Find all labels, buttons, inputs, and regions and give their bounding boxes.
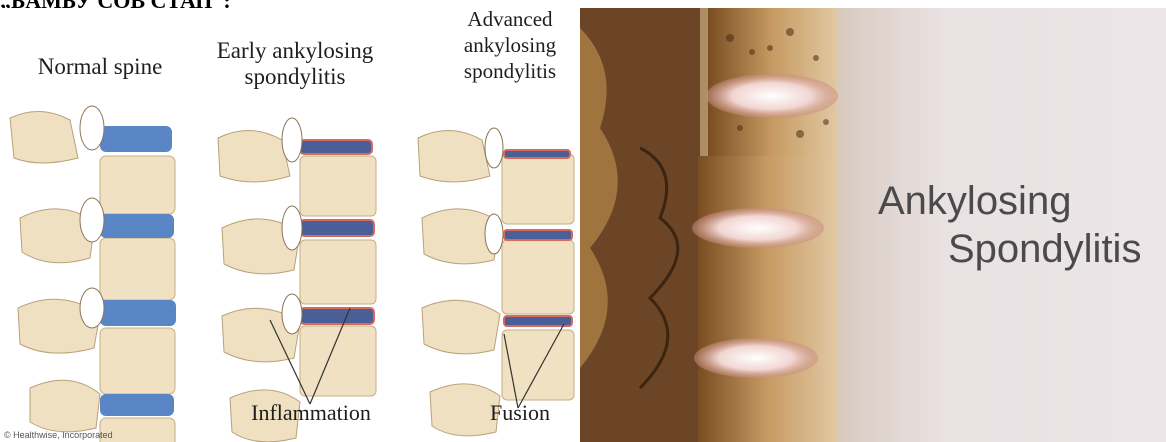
title-line-2: Spondylitis	[948, 226, 1141, 272]
spine-closeup-art	[580, 8, 1166, 442]
caption-inflammation: Inflammation	[226, 400, 396, 426]
title-line-1: Ankylosing	[878, 178, 1071, 224]
spine-drawings	[0, 8, 580, 442]
early-spine-drawing	[218, 118, 376, 442]
normal-spine-drawing	[10, 106, 176, 442]
image-credit: © Healthwise, Incorporated	[4, 430, 113, 440]
caption-fusion: Fusion	[470, 400, 570, 426]
spine-comparison-illustration: Normal spine Early ankylosing spondyliti…	[0, 8, 580, 442]
ankylosing-spondylitis-photo: Ankylosing Spondylitis	[580, 8, 1166, 442]
advanced-spine-drawing	[418, 128, 574, 436]
